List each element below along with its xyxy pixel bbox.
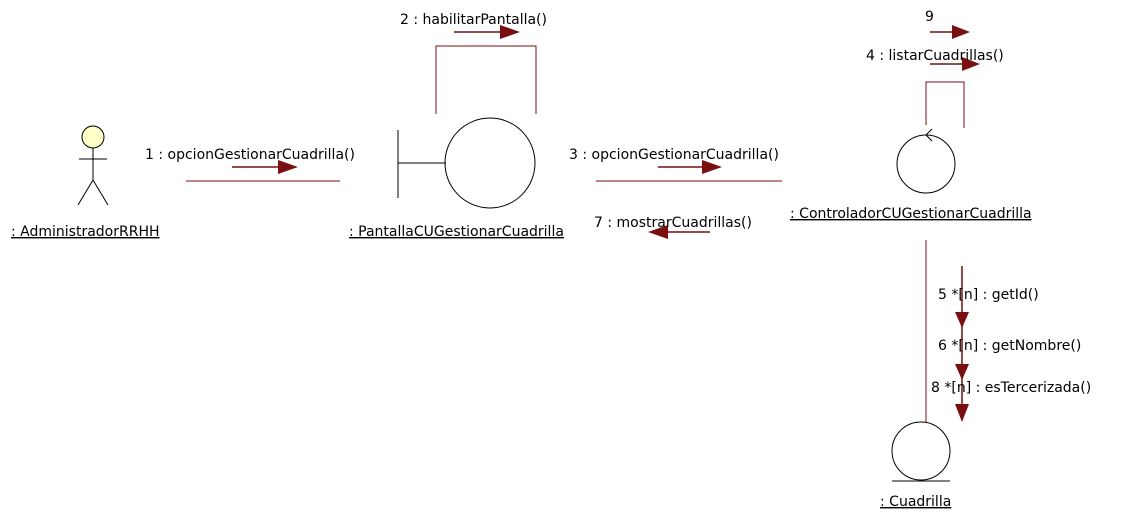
control-label: : ControladorCUGestionarCuadrilla: [790, 206, 1032, 222]
boundary-label: : PantallaCUGestionarCuadrilla: [349, 224, 564, 240]
control-circle: [896, 134, 956, 194]
message-arrow-9: [930, 25, 970, 39]
actor-head: [81, 125, 105, 149]
message-label-1: 1 : opcionGestionarCuadrilla(): [145, 147, 355, 163]
message-label-2: 2 : habilitarPantalla(): [400, 12, 547, 28]
entity-circle: [891, 421, 951, 481]
boundary-circle: [444, 117, 536, 209]
message-label-8: 8 *[n] : esTercerizada(): [931, 380, 1091, 396]
message-arrow-1: [232, 160, 298, 174]
message-label-3: 3 : opcionGestionarCuadrilla(): [569, 147, 779, 163]
actor-label: : AdministradorRRHH: [11, 224, 160, 240]
entity-label: : Cuadrilla: [880, 494, 951, 510]
message-label-6: 6 *[n] : getNombre(): [938, 338, 1081, 354]
actor-right-leg: [92, 179, 109, 206]
boundary-object[interactable]: [397, 117, 536, 209]
message-arrow-2: [454, 25, 520, 39]
control-arrowhead: [925, 128, 933, 142]
actor-administrador[interactable]: [77, 125, 109, 206]
link-boundary-self: [435, 45, 537, 114]
message-label-5: 5 *[n] : getId(): [938, 287, 1039, 303]
message-arrow-7: [648, 225, 710, 239]
entity-object[interactable]: [891, 421, 951, 482]
link-control-self: [925, 81, 965, 128]
message-label-7: 7 : mostrarCuadrillas(): [594, 215, 752, 231]
actor-left-leg: [77, 179, 94, 206]
message-arrow-entity: [955, 266, 969, 422]
message-arrow-4: [930, 57, 980, 71]
message-arrow-3: [658, 160, 722, 174]
message-label-9: 9: [925, 9, 934, 25]
message-label-4: 4 : listarCuadrillas(): [866, 48, 1004, 64]
control-object[interactable]: [896, 128, 956, 194]
